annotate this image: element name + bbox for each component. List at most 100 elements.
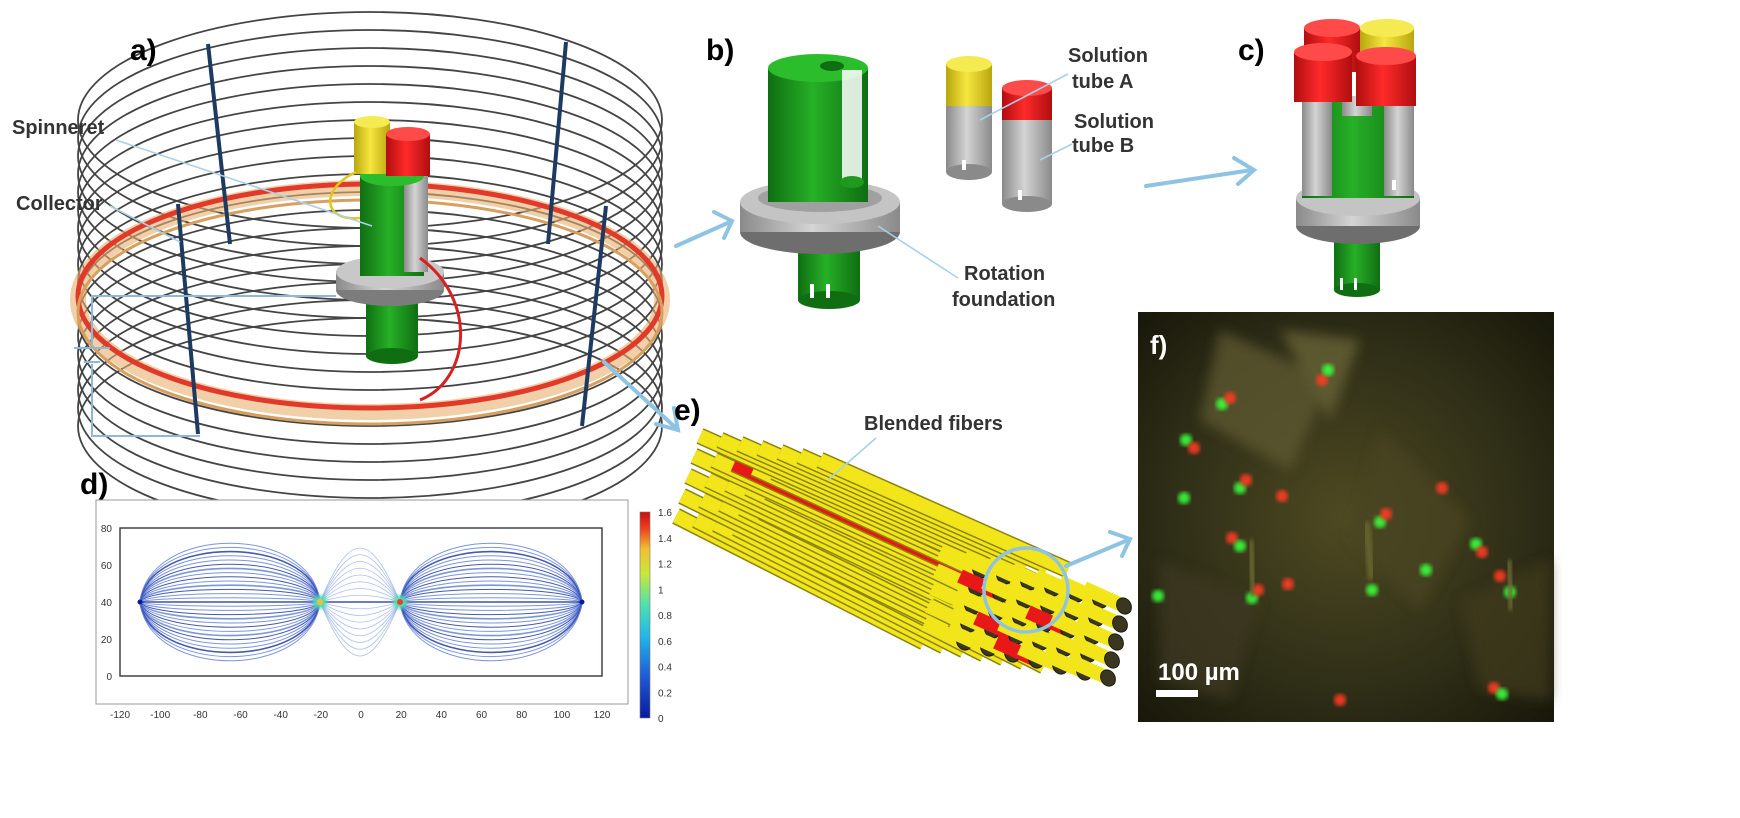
field-line (319, 588, 401, 616)
blended-fibers-label: Blended fibers (864, 413, 1003, 435)
x-tick-label: -80 (193, 710, 208, 721)
panel-label-c: c) (1238, 34, 1265, 67)
field-line (399, 572, 583, 632)
fiber-end-cap (1112, 615, 1128, 633)
field-line (139, 563, 321, 641)
y-tick-label: 80 (101, 524, 113, 535)
green-fluorescence (1420, 564, 1432, 576)
red-fluorescence (1316, 374, 1328, 386)
x-tick-label: 120 (594, 710, 611, 721)
field-line (399, 555, 583, 649)
arrow-b-to-c (1144, 156, 1258, 188)
colorbar-tick-label: 0.8 (658, 611, 672, 622)
scale-bar-label: 100 µm (1158, 659, 1240, 686)
fiber-end-cap (1108, 633, 1124, 651)
field-line (139, 542, 321, 662)
field-line (399, 593, 583, 611)
arrow-a-to-b (674, 210, 735, 248)
colorbar-tick-label: 0.2 (658, 688, 672, 699)
red-fluorescence (1240, 474, 1252, 486)
red-fluorescence (1224, 392, 1236, 404)
rotation-foundation-label-line1: Rotation (964, 263, 1045, 285)
field-lines (139, 542, 583, 662)
field-line (399, 546, 583, 658)
x-tick-label: 0 (358, 710, 364, 721)
x-tick-label: -60 (233, 710, 248, 721)
field-source-hotspots (137, 595, 585, 609)
field-line (399, 542, 583, 662)
spinneret (328, 116, 463, 402)
field-line (139, 584, 321, 620)
panel-a: a) Spinneret Collector (12, 11, 670, 535)
field-line (139, 567, 321, 637)
green-fluorescence (1496, 688, 1508, 700)
green-fluorescence (1322, 364, 1334, 376)
y-tick-label: 60 (101, 561, 113, 572)
red-fluorescence (1282, 578, 1294, 590)
field-line (139, 559, 321, 645)
solution-tube-b-label-line2: tube B (1072, 135, 1134, 157)
colorbar-tick-label: 1.4 (658, 534, 672, 545)
field-line (399, 567, 583, 637)
red-fluorescence (1226, 532, 1238, 544)
panel-label-f: f) (1150, 330, 1167, 360)
field-line (319, 574, 401, 630)
panel-label-e: e) (674, 394, 701, 427)
red-fluorescence (1436, 482, 1448, 494)
panel-label-a: a) (130, 34, 157, 67)
field-line (319, 581, 401, 623)
field-line (399, 559, 583, 645)
field-line (139, 597, 321, 607)
panel-label-b: b) (706, 34, 734, 67)
fiber-zoom-circle (982, 546, 1070, 634)
solution-tube-b (1002, 80, 1052, 212)
solution-tube-a-leader (979, 73, 1069, 121)
field-line (399, 588, 583, 616)
field-line (139, 550, 321, 654)
panel-c: c) (1238, 19, 1420, 297)
fiber-streak (1504, 559, 1516, 611)
colorbar-tick-labels: 1.61.41.210.80.60.40.20 (658, 508, 672, 725)
field-line (139, 572, 321, 632)
solution-tube-a-label-line1: Solution (1068, 45, 1148, 67)
fiber-end-cap (1104, 651, 1120, 669)
cage-post (206, 43, 232, 245)
field-line (139, 576, 321, 628)
panel-f: f) 100 µm (1138, 312, 1554, 722)
x-tick-label: -100 (150, 710, 170, 721)
x-tick-label: 40 (436, 710, 448, 721)
y-tick-label: 20 (101, 635, 113, 646)
x-tick-label: -20 (314, 710, 329, 721)
cage-post (546, 41, 568, 245)
field-line (319, 547, 401, 657)
field-line (399, 584, 583, 620)
rotation-foundation-part (740, 54, 900, 309)
red-fluorescence (1476, 546, 1488, 558)
colorbar-tick-label: 0.4 (658, 663, 672, 674)
blended-fibers-leader (827, 437, 877, 481)
rotation-foundation-label-line2: foundation (952, 289, 1055, 311)
fiber-end-cap (1116, 597, 1132, 615)
green-fluorescence (1234, 540, 1246, 552)
field-line (399, 563, 583, 641)
solution-tube-a (946, 56, 992, 180)
y-tick-label: 0 (106, 672, 112, 683)
assembled-spinneret (1294, 19, 1420, 297)
collector-leader (109, 205, 181, 243)
red-fluorescence (1276, 490, 1288, 502)
colorbar-tick-label: 1.2 (658, 560, 672, 571)
field-line (139, 546, 321, 658)
micrograph-haze (1160, 330, 1550, 700)
field-line (319, 554, 401, 650)
field-line (399, 550, 583, 654)
fluorescent-fibers (1152, 364, 1516, 706)
cage-post (176, 203, 200, 435)
spinneret-leader (115, 139, 373, 227)
cage-post (580, 205, 608, 427)
power-circuit (74, 295, 336, 437)
field-line (399, 576, 583, 628)
